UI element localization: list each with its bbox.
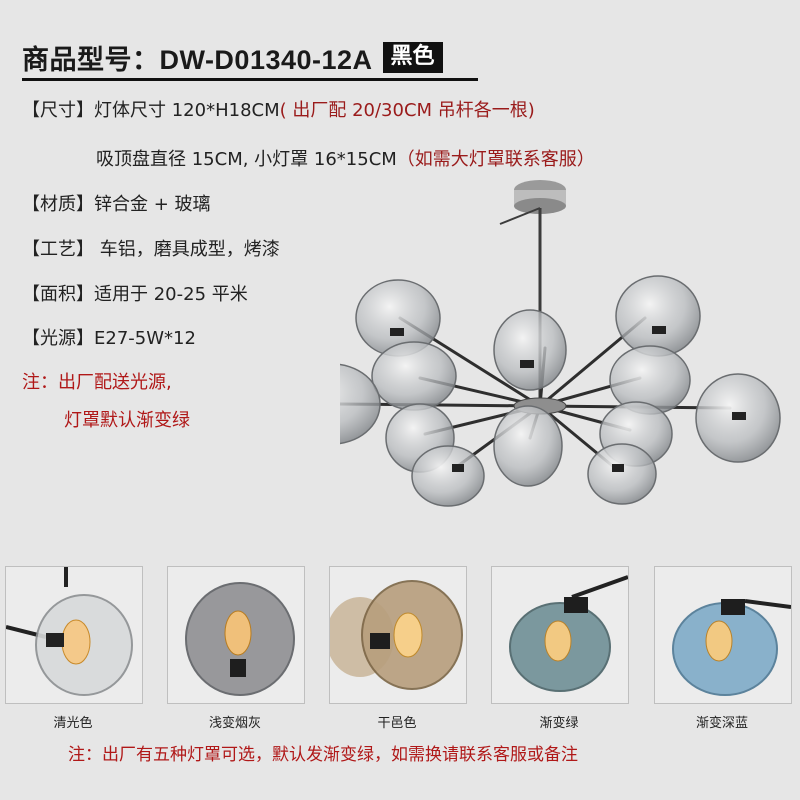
shade-caption-deep-blue: 渐变深蓝: [695, 716, 748, 731]
shade-caption-clear: 清光色: [53, 716, 93, 731]
clear-shade-image: [6, 567, 142, 703]
spec-size-label: 【尺寸】: [22, 100, 94, 121]
shade-caption-smoke-grey: 浅变烟灰: [208, 716, 261, 731]
spec-material: 【材质】锌合金 + 玻璃: [22, 194, 211, 215]
shade-option-clear[interactable]: [5, 566, 143, 704]
note-line-2: 灯罩默认渐变绿: [64, 410, 190, 431]
product-model-title: 商品型号：DW-D01340-12A: [22, 45, 373, 75]
spec-size-line-2: 吸顶盘直径 15CM, 小灯罩 16*15CM（如需大灯罩联系客服）: [96, 145, 595, 171]
gradient-green-shade-image: [492, 567, 628, 703]
spec-size-main: 灯体尺寸 120*H18CM: [94, 100, 280, 121]
note-line-1: 注：出厂配送光源,: [22, 372, 172, 393]
smoke-grey-shade-image: [168, 567, 304, 703]
spec-size-main-2: 吸顶盘直径 15CM, 小灯罩 16*15CM: [96, 149, 397, 170]
shade-caption-gradient-green: 渐变绿: [539, 716, 579, 731]
spec-size-extra-2: （如需大灯罩联系客服）: [396, 149, 595, 170]
product-title-row: 商品型号：DW-D01340-12A 黑色: [22, 38, 443, 77]
title-underline: [22, 78, 478, 81]
spec-size-line-1: 【尺寸】灯体尺寸 120*H18CM( 出厂配 20/30CM 吊杆各一根): [22, 96, 535, 122]
shade-option-deep-blue[interactable]: [654, 566, 792, 704]
shade-options: [0, 566, 800, 706]
shade-option-smoke-grey[interactable]: [167, 566, 305, 704]
color-badge: 黑色: [382, 41, 443, 74]
shade-caption-cognac: 干邑色: [377, 716, 417, 731]
deep-blue-shade-image: [655, 567, 791, 703]
shade-option-gradient-green[interactable]: [491, 566, 629, 704]
bottom-note: 注：出厂有五种灯罩可选，默认发渐变绿，如需换请联系客服或备注: [68, 745, 578, 765]
spec-size-extra: ( 出厂配 20/30CM 吊杆各一根): [279, 100, 535, 121]
spec-area: 【面积】适用于 20-25 平米: [22, 284, 248, 305]
spec-light-source: 【光源】E27-5W*12: [22, 328, 196, 349]
cognac-shade-image: [330, 567, 466, 703]
shade-option-cognac[interactable]: [329, 566, 467, 704]
chandelier-image: [340, 180, 781, 507]
spec-craft: 【工艺】 车铝，磨具成型，烤漆: [22, 239, 280, 260]
